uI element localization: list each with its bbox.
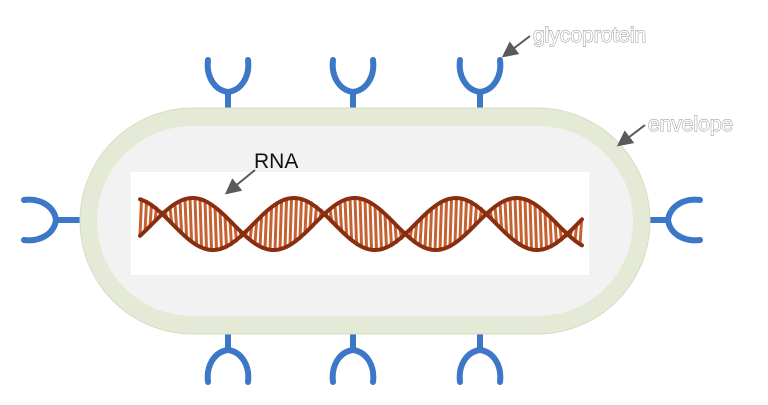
helix-base-pair bbox=[253, 220, 258, 245]
glycoprotein-label: glycoprotein bbox=[533, 24, 646, 47]
glycoprotein-arrow bbox=[501, 35, 531, 58]
helix-base-pair bbox=[503, 199, 508, 235]
helix-base-pair bbox=[373, 204, 378, 252]
envelope-arrow bbox=[616, 124, 646, 147]
helix-base-pair bbox=[348, 196, 353, 241]
helix-base-pair bbox=[578, 219, 583, 246]
helix-base-pair bbox=[173, 202, 178, 229]
helix-base-pair bbox=[293, 196, 298, 244]
helix-base-pair bbox=[218, 209, 223, 251]
helix-base-pair bbox=[533, 202, 538, 252]
helix-base-pair bbox=[333, 203, 338, 227]
rna-label: RNA bbox=[254, 150, 298, 173]
helix-backbone-strand-a bbox=[138, 196, 584, 253]
helix-base-pair bbox=[203, 199, 208, 251]
helix-base-pair bbox=[138, 197, 143, 238]
helix-base-pair bbox=[453, 196, 458, 245]
helix-base-pair bbox=[428, 208, 433, 251]
helix-base-pair bbox=[343, 198, 348, 236]
helix-base-pair bbox=[178, 199, 183, 234]
helix-base-pair bbox=[338, 200, 343, 232]
helix-base-pair bbox=[418, 217, 423, 247]
helix-base-pair bbox=[438, 201, 443, 252]
helix-base-pair bbox=[383, 212, 388, 250]
helix-base-pair bbox=[513, 196, 518, 243]
helix-base-pair bbox=[208, 202, 213, 252]
helix-base-pair bbox=[303, 198, 308, 235]
helix-base-pair bbox=[193, 196, 198, 246]
helix-base-pair bbox=[388, 217, 393, 248]
helix-base-pair bbox=[273, 203, 278, 252]
helix-base-pair bbox=[268, 206, 273, 252]
helix-base-pair bbox=[298, 197, 303, 240]
helix-base-pair bbox=[168, 205, 173, 224]
helix-base-pair bbox=[278, 200, 283, 251]
helix-backbone-strand-b bbox=[138, 195, 584, 252]
helix-base-pair bbox=[543, 210, 548, 251]
helix-base-pair bbox=[263, 211, 268, 251]
helix-base-pair bbox=[148, 202, 153, 228]
helix-base-pair bbox=[378, 208, 383, 251]
helix-base-pair bbox=[498, 201, 503, 230]
helix-base-pair bbox=[143, 199, 148, 233]
helix-base-pair bbox=[538, 206, 543, 252]
helix-base-pair bbox=[183, 197, 188, 238]
helix-base-pair bbox=[458, 196, 463, 241]
glycoprotein-spikes bbox=[21, 57, 703, 385]
helix-base-pair bbox=[518, 196, 523, 247]
helix-base-pair bbox=[443, 198, 448, 250]
helix-base-pair bbox=[363, 198, 368, 250]
helix-base-pair bbox=[213, 205, 218, 252]
helix-base-pair bbox=[413, 222, 418, 244]
helix-base-pair bbox=[228, 219, 233, 246]
helix-base-pair bbox=[223, 214, 228, 249]
helix-base-pair bbox=[423, 213, 428, 250]
helix-base-pair bbox=[553, 220, 558, 246]
helix-base-pair bbox=[528, 199, 533, 251]
rna-helix-icon bbox=[138, 195, 584, 253]
helix-base-pair bbox=[353, 196, 358, 245]
envelope-label: envelope bbox=[648, 113, 733, 136]
helix-base-pair bbox=[468, 200, 473, 232]
helix-base-pair bbox=[308, 201, 313, 230]
helix-base-pair bbox=[493, 205, 498, 225]
helix-base-pair bbox=[573, 224, 578, 243]
helix-base-pair bbox=[463, 198, 468, 237]
helix-base-pair bbox=[198, 197, 203, 249]
helix-base-pair bbox=[508, 197, 513, 239]
helix-base-pair bbox=[288, 196, 293, 247]
helix-base-pair bbox=[448, 197, 453, 248]
helix-base-pair bbox=[283, 198, 288, 250]
helix-base-pair bbox=[548, 215, 553, 249]
rna-arrow bbox=[224, 169, 256, 195]
helix-base-pair bbox=[433, 204, 438, 252]
glycoprotein-spike-icon bbox=[21, 196, 87, 244]
helix-base-pair bbox=[368, 200, 373, 252]
helix-base-pair bbox=[188, 196, 193, 242]
helix-base-pair bbox=[358, 197, 363, 248]
helix-base-pair bbox=[258, 215, 263, 248]
helix-base-pair bbox=[523, 197, 528, 249]
helix-base-pair bbox=[473, 203, 478, 227]
